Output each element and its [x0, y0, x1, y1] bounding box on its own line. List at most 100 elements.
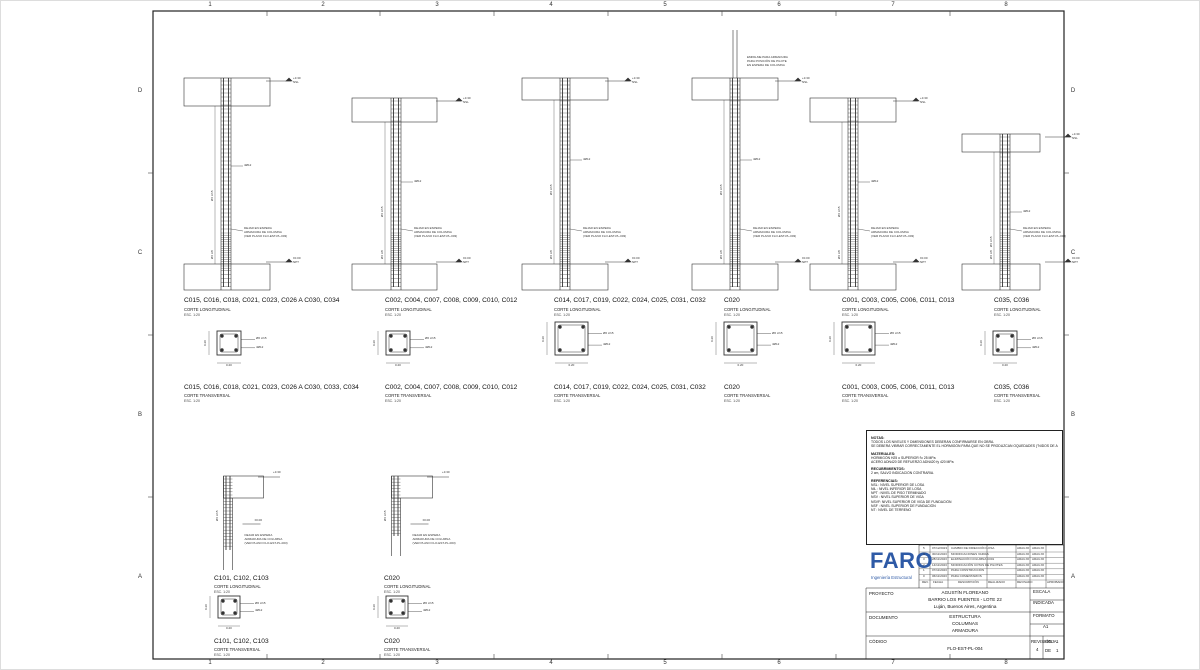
zone-row-label: A — [1070, 574, 1075, 580]
zone-col-label: 8 — [1004, 660, 1008, 666]
detail-3-long-sub: CORTE LONGITUDINAL — [554, 307, 601, 312]
cover-1: 2 cm, SALVO INDICACIÓN CONTRARIA. — [871, 471, 935, 476]
wait-note: DEJAR EN ESPERA — [412, 533, 441, 537]
zone-row-label: B — [1070, 412, 1075, 418]
detail-1-trans-title: C015, C016, C018, C021, C023, C026 A C03… — [184, 384, 359, 391]
cross-section-bar — [233, 599, 237, 603]
section-height-label: 0.20 — [204, 604, 208, 610]
of-value: 1 — [1056, 648, 1059, 653]
section-bars-label: 4Ø12 — [772, 342, 780, 347]
reference-5: NSVF: NIVEL SUPERIOR DE VIGA DE FUNDACIÓ… — [871, 499, 952, 504]
detail-8-trans-title: C020 — [384, 638, 400, 645]
rev-date: 07/12/2023 — [932, 546, 948, 550]
zone-col-label: 1 — [208, 660, 212, 666]
rev-header-date: FECHA — [933, 580, 944, 584]
cover-heading: RECUBRIMIENTOS: — [871, 467, 905, 472]
level-marker-triangle — [912, 258, 920, 263]
level-marker-triangle — [455, 258, 463, 263]
reference-3: NPT : NIVEL DE PISO TERMINADO — [871, 491, 927, 496]
level-top-ref: NSL — [920, 100, 926, 104]
rev-checker: ARAUJO — [1032, 546, 1045, 550]
zone-row-label: D — [1070, 88, 1076, 94]
detail-5-long-sub: CORTE LONGITUDINAL — [842, 307, 889, 312]
detail-6-trans-esc: ESC. 1:20 — [994, 399, 1010, 403]
cross-section-outline — [216, 330, 242, 356]
code-value: FLO-EST-PL-004 — [947, 646, 983, 651]
rev-author: ARAUJO — [1017, 557, 1030, 562]
wait-note: (VER PLANO FLO-EST-PL-003) — [871, 234, 915, 238]
company-logo: FARO Ingeniería Estructural — [868, 545, 933, 587]
level-marker-triangle — [794, 258, 802, 263]
level-marker-triangle — [912, 97, 920, 102]
foundation-beam — [521, 263, 609, 291]
wait-note: ARMADURA DE COLUMNA — [414, 230, 452, 234]
cross-section-bar — [558, 348, 562, 352]
section-bars-label: 4Ø12 — [890, 342, 898, 347]
cross-section-bar — [221, 611, 225, 615]
rebar-callout: 4Ø12 — [753, 157, 761, 161]
extension-note: EN ESPERA DE COLUMNA — [747, 63, 785, 67]
rev-number: 4 — [923, 551, 925, 556]
detail-8-long-esc: ESC. 1:20 — [384, 590, 400, 594]
rev-date: 07/11/2023 — [932, 568, 947, 573]
detail-8-trans-esc: ESC. 1:20 — [384, 653, 400, 657]
cross-section-stirrup — [220, 598, 238, 616]
rev-date: 14/11/2023 — [932, 562, 947, 567]
cross-section-outline — [723, 321, 758, 356]
material-1: HORMIGÓN H25 o SUPERIOR f'c 25 MPa — [871, 455, 936, 460]
detail-7-long-sub: CORTE LONGITUDINAL — [214, 584, 261, 589]
level-bottom-ref: NPT — [802, 260, 808, 264]
stirrup-callout: Ø6 c/15 — [719, 184, 723, 195]
cross-section-bar — [727, 325, 731, 329]
document-line-3: ARMADURA — [951, 628, 979, 633]
zone-col-label: 2 — [321, 2, 325, 8]
rev-header-approved: APROBADO — [1047, 580, 1065, 584]
level-marker-triangle — [455, 97, 463, 102]
cross-section-bar — [389, 599, 393, 603]
wait-note: ARMADURA DE COLUMNA — [583, 230, 621, 234]
section-width-label: 0.20 — [395, 363, 401, 367]
wait-note: (VER PLANO FLO-EST-PL-003) — [244, 541, 288, 545]
level-bottom-ref: NPT — [293, 260, 299, 264]
wait-note: (VER PLANO FLO-EST-PL-003) — [414, 234, 458, 238]
slab-section — [351, 97, 438, 123]
zone-col-label: 7 — [891, 2, 895, 8]
level-bottom-label: ±0.00 — [802, 256, 810, 260]
level-bottom-ref: NPT — [463, 260, 469, 264]
slab-section — [183, 77, 271, 107]
cross-section-bar — [581, 348, 585, 352]
wait-note: ARMADURA DE COLUMNA — [871, 230, 909, 234]
zone-col-label: 7 — [891, 660, 895, 666]
wait-note: DEJAR EN ESPERA — [753, 226, 781, 230]
cross-section-bar — [234, 348, 238, 352]
detail-3-long-esc: ESC. 1:20 — [554, 313, 570, 317]
zone-col-label: 4 — [549, 660, 553, 666]
document-label: DOCUMENTO — [869, 615, 898, 620]
cross-section-bar — [868, 348, 872, 352]
zone-col-label: 5 — [663, 2, 667, 8]
reference-6: NSF : NIVEL SUPERIOR DE FUNDACIÓN — [871, 503, 936, 508]
section-height-label: 0.20 — [541, 335, 545, 342]
rev-checker: ARAUJO — [1032, 551, 1045, 556]
cross-section-bar — [234, 334, 238, 338]
detail-2-trans-title: C002, C004, C007, C008, C009, C010, C012 — [385, 384, 518, 391]
detail-7-trans-title: C101, C102, C103 — [214, 638, 269, 645]
level-bottom-label: ±0.00 — [422, 518, 431, 522]
reference-7: NT : NIVEL DE TERRENO — [871, 508, 912, 513]
cross-section-bar — [1010, 334, 1014, 338]
level-bottom-ref: NPT — [1072, 260, 1078, 264]
level-top-label: +3.30 — [802, 76, 810, 80]
section-stirrup-label: Ø6 c/15 — [423, 600, 434, 605]
rev-number: 5 — [923, 546, 925, 550]
detail-4-long-sub: CORTE LONGITUDINAL — [724, 307, 771, 312]
section-bars-label: 4Ø12 — [256, 344, 264, 349]
detail-2-trans-sub: CORTE TRANSVERSAL — [385, 393, 432, 398]
note-1: TODOS LOS NIVELES Y DIMENSIONES DEBERÁN … — [871, 440, 995, 445]
section-width-label: 0.20 — [568, 363, 575, 367]
zone-col-label: 6 — [777, 660, 781, 666]
code-label: CÓDIGO — [869, 639, 887, 644]
slab-section — [809, 97, 897, 123]
document-line-1: ESTRUCTURA — [949, 614, 981, 619]
detail-2-trans-esc: ESC. 1:20 — [385, 399, 401, 403]
logo-wordmark: FARO — [870, 548, 934, 573]
